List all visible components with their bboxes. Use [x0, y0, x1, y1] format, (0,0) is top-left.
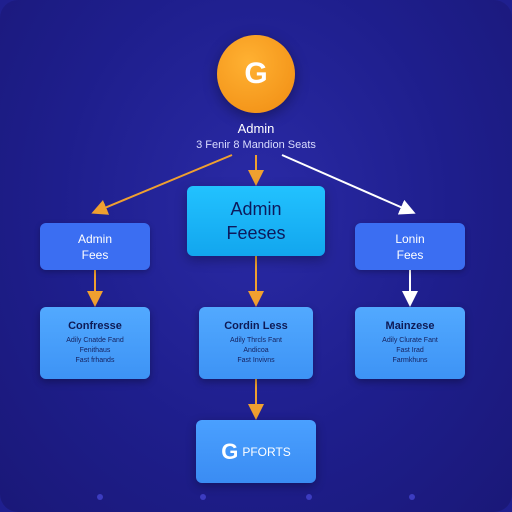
node-cordin-less[interactable]: Cordin Less Adily Thrcls Fant Andicoa Fa…: [199, 307, 313, 379]
node-label-line1: Admin: [230, 199, 282, 219]
node-label-line1: Lonin: [395, 231, 425, 246]
node-confresse[interactable]: Confresse Adily Cnatde Fand Fenithaus Fa…: [40, 307, 150, 379]
node-detail: Fast Invivns: [237, 357, 275, 364]
node-title: Mainzese: [385, 320, 435, 332]
decorative-dot: [306, 494, 312, 500]
node-label-line1: Admin: [77, 231, 112, 246]
node-detail: Adily Thrcls Fant: [230, 337, 282, 344]
node-detail: Farmkhuns: [392, 357, 428, 364]
decorative-dot: [97, 494, 103, 500]
g-logo-icon: G: [244, 57, 268, 90]
g-logo-icon: G: [221, 438, 239, 464]
arrow-root-to-left: [91, 154, 233, 215]
node-admin-fees[interactable]: Admin Fees: [40, 223, 150, 270]
arrow-root-to-right: [281, 154, 416, 215]
node-title: Confresse: [68, 320, 122, 332]
root-subtitle: 3 Fenir 8 Mandion Seats: [196, 139, 316, 151]
node-detail: Andicoa: [243, 347, 269, 354]
root-node[interactable]: G: [217, 35, 295, 113]
node-detail: Adily Cnatde Fand: [66, 337, 124, 344]
node-admin-feeses[interactable]: Admin Feeses: [187, 186, 325, 256]
footer-dots: [0, 494, 512, 502]
decorative-dot: [409, 494, 415, 500]
node-label-line2: Feeses: [226, 223, 286, 243]
node-lonin-fees[interactable]: Lonin Fees: [355, 223, 465, 270]
node-report-label: PFORTS: [242, 444, 291, 459]
node-mainzese[interactable]: Mainzese Adily Clurate Fant Fast Irad Fa…: [355, 307, 465, 379]
node-reports[interactable]: G PFORTS: [196, 420, 316, 483]
decorative-dot: [200, 494, 206, 500]
node-detail: Fenithaus: [79, 347, 111, 354]
node-title: Cordin Less: [224, 320, 288, 332]
node-detail: Fast Irad: [396, 347, 424, 354]
node-label-line2: Fees: [396, 247, 424, 262]
node-label-line2: Fees: [81, 247, 109, 262]
node-detail: Adily Clurate Fant: [382, 337, 438, 344]
root-title: Admin: [237, 121, 275, 136]
node-detail: Fast frhands: [75, 357, 115, 364]
